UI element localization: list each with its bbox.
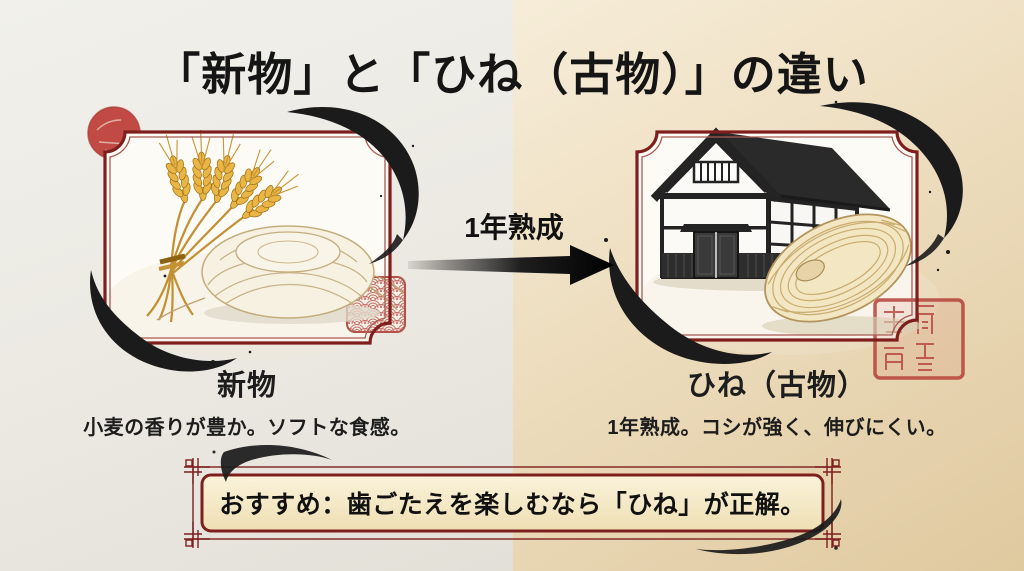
aging-arrow-icon: [408, 245, 614, 285]
left-description: 小麦の香りが豊か。ソフトな食感。: [83, 417, 411, 439]
certificate-frame: [635, 130, 919, 342]
recommendation-box: おすすめ：歯ごたえを楽しむなら「ひね」が正解。: [184, 458, 841, 548]
left-caption: 新物 小麦の香りが豊か。ソフトな食感。: [45, 362, 449, 440]
page-title: 「新物」と「ひね（古物）」の違い: [155, 50, 869, 100]
wheat-sheaf-illustration: [146, 129, 306, 323]
aging-arrow-label: 1年熟成: [464, 212, 564, 243]
aged-noodles-card: [604, 100, 965, 380]
right-caption: ひね（古物） 1年熟成。コシが強く、伸びにくい。: [575, 362, 979, 440]
recommendation-frame: [184, 458, 841, 548]
ink-brush-strokes: [604, 100, 963, 364]
fresh-noodle-nest-illustration: [156, 225, 404, 324]
new-noodles-card: [87, 106, 419, 372]
aged-noodle-skein-illustration: [762, 213, 922, 336]
right-description: 1年熟成。コシが強く、伸びにくい。: [607, 417, 947, 439]
left-label: 新物: [216, 370, 277, 402]
ink-brush-strokes: [90, 107, 419, 372]
recommendation-text: おすすめ：歯ごたえを楽しむなら「ひね」が正解。: [219, 491, 806, 519]
right-label: ひね（古物）: [686, 370, 867, 402]
